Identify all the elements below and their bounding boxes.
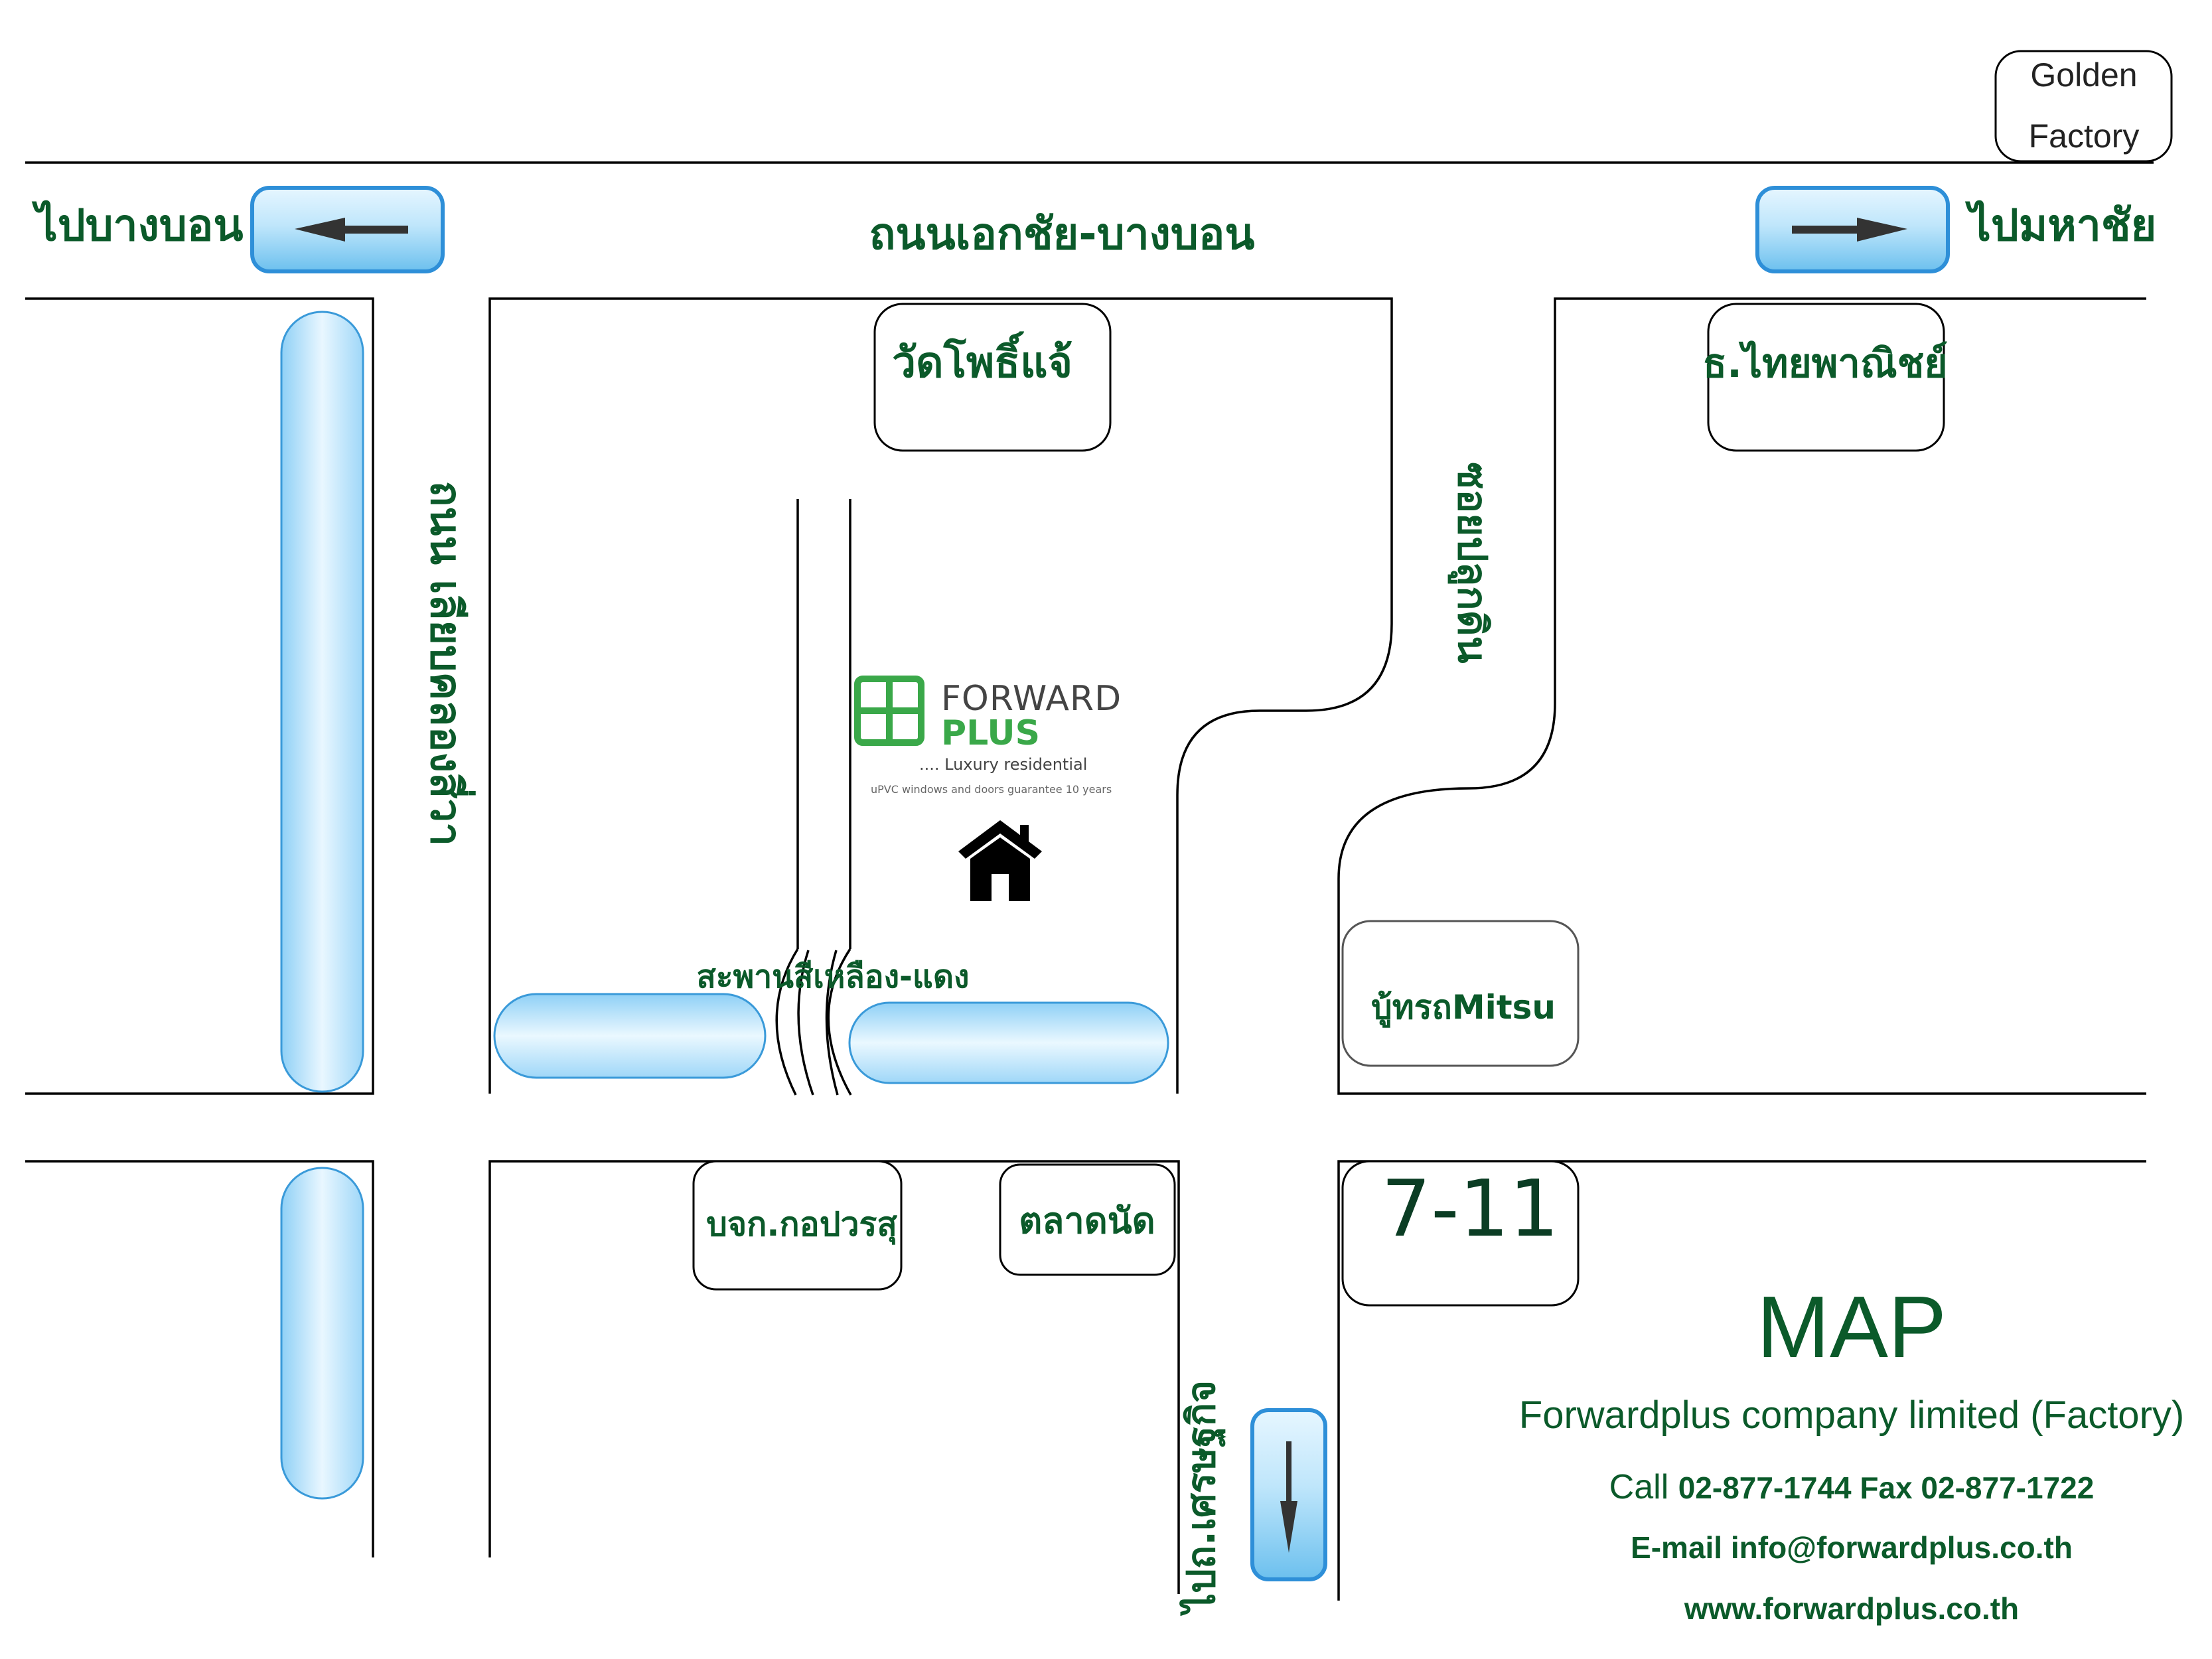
post-label: บจก.กอปวรสุ	[706, 1205, 897, 1245]
market-label: ตลาดนัด	[1019, 1200, 1155, 1242]
right-arrow-icon	[1792, 218, 1907, 242]
bottom-road-label: ไปถ.เศรษฐกิจ	[1179, 1380, 1226, 1617]
logo-tagline: .... Luxury residential	[919, 755, 1087, 774]
company-name: Forwardplus company limited (Factory)	[1519, 1394, 2184, 1437]
to-mahachai-label: ไปมหาชัย	[1965, 200, 2157, 251]
mitsu-label: บู้ทรถMitsu	[1371, 988, 1556, 1028]
canal-left-top	[280, 311, 364, 1093]
company-logo: FORWARD PLUS .... Luxury residential uPV…	[854, 676, 1122, 796]
call-label: Call	[1609, 1468, 1678, 1506]
canal-center-left	[493, 993, 767, 1079]
fax-number: 02-877-1722	[1921, 1471, 2094, 1505]
contact-email-line: E-mail info@forwardplus.co.th	[1631, 1530, 2073, 1565]
email-value[interactable]: info@forwardplus.co.th	[1731, 1530, 2073, 1565]
bridge-label: สะพานสีเหลือง-แดง	[697, 958, 970, 995]
arrow-button-right[interactable]	[1755, 186, 1950, 273]
mitsu-box	[1341, 920, 1580, 1067]
map-heading: MAP	[1757, 1278, 1947, 1376]
left-road-label: ถนน เลียบคลองสี่วา	[421, 481, 476, 846]
main-road-label: ถนนเอกชัย-บางบอน	[869, 208, 1254, 259]
post-box	[692, 1160, 903, 1291]
bank-box	[1707, 303, 1945, 452]
wat-label: วัดโพธิ์แจ้	[892, 331, 1072, 388]
canal-center-right	[848, 1001, 1169, 1084]
seven-eleven-box	[1341, 1160, 1580, 1307]
golden-label-line1: Golden	[2030, 56, 2137, 94]
contact-phone-line: Call 02-877-1744 Fax 02-877-1722	[1609, 1468, 2095, 1506]
email-label: E-mail	[1631, 1530, 1731, 1565]
arrow-button-left[interactable]	[250, 186, 445, 273]
wat-box	[873, 303, 1112, 452]
canals	[280, 311, 1169, 1500]
logo-subline: uPVC windows and doors guarantee 10 year…	[871, 783, 1112, 796]
window-logo-icon	[854, 676, 924, 746]
logo-word-forward: FORWARD	[941, 679, 1122, 719]
bank-label: ธ.ไทยพาณิชย์	[1702, 340, 1947, 387]
left-arrow-icon	[295, 218, 408, 242]
fax-label: Fax	[1860, 1471, 1921, 1505]
call-number: 02-877-1744	[1678, 1471, 1860, 1505]
market-box	[999, 1163, 1176, 1276]
landmark-boxes	[692, 50, 2173, 1307]
to-bangbon-label: ไปบางบอน	[32, 200, 244, 251]
arrow-button-down[interactable]	[1250, 1408, 1327, 1581]
golden-label-line2: Factory	[2029, 117, 2140, 155]
canal-left-bottom	[280, 1167, 364, 1500]
website-link[interactable]: www.forwardplus.co.th	[1684, 1591, 2019, 1626]
golden-factory-box	[1994, 50, 2173, 163]
logo-word-plus: PLUS	[941, 713, 1040, 753]
home-icon	[958, 820, 1042, 901]
seven-eleven-label: 7-11	[1381, 1163, 1559, 1254]
down-arrow-icon	[1280, 1441, 1297, 1553]
soi-label: ซอยปลูกดิน	[1447, 462, 1495, 663]
